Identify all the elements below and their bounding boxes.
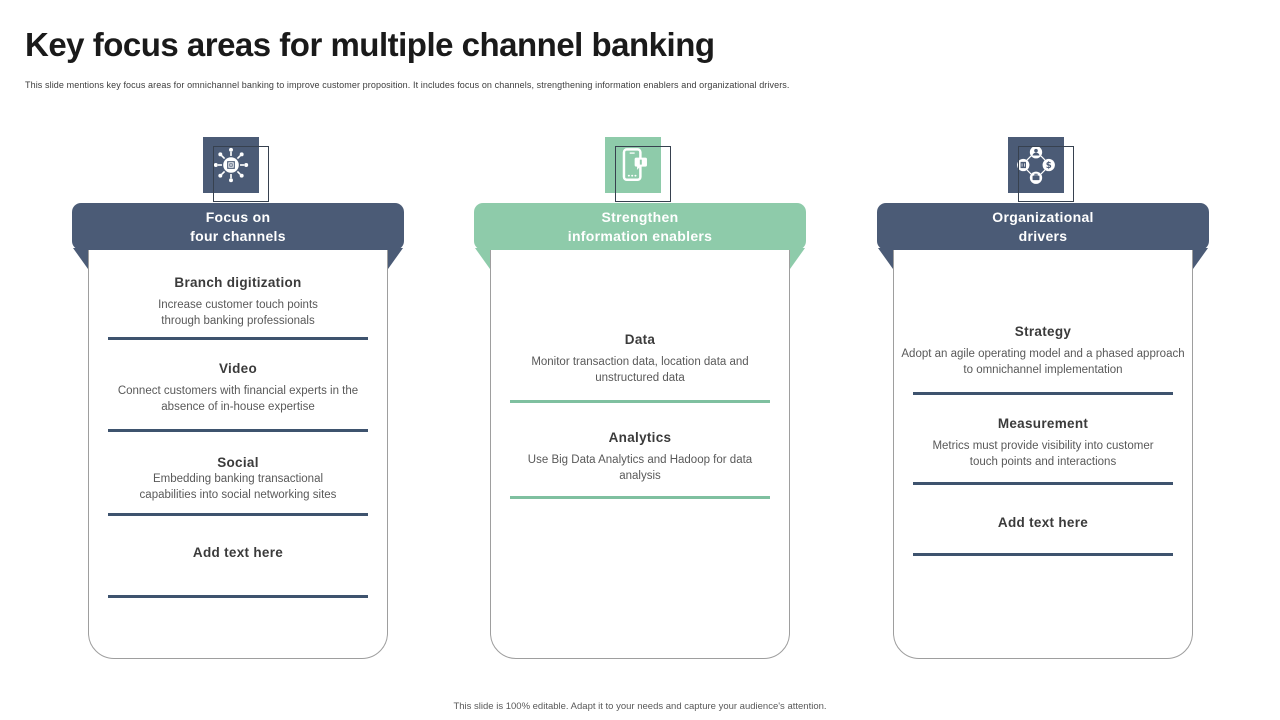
section-analytics: Analytics Use Big Data Analytics and Had… [510,403,770,499]
section-data: Data Monitor transaction data, location … [509,274,771,403]
header-line: Strengthen [601,208,679,225]
ribbon-tail [388,248,403,269]
ribbon-tail [73,248,88,269]
card-organizational-drivers: Strategy Adopt an agile operating model … [893,215,1193,659]
section-body: Use Big Data Analytics and Hadoop for da… [527,454,753,482]
section-body: Connect customers with financial experts… [117,385,359,413]
section-heading: Analytics [608,430,672,445]
column-header-organizational-drivers: Organizational drivers [877,203,1209,269]
header-line: drivers [1018,227,1068,244]
mobile-chat-icon [605,137,661,193]
section-body: Increase customer touch points through b… [158,299,318,327]
card-strengthen-information-enablers: Data Monitor transaction data, location … [490,215,790,659]
section-heading: Measurement [997,416,1089,431]
column-organizational-drivers: $ Organizational drivers Strategy Adopt … [877,0,1209,680]
ribbon-tail [878,248,893,269]
section-social: Social Embedding banking transactional c… [108,432,368,516]
ribbon-tail [1193,248,1208,269]
section-strategy: Strategy Adopt an agile operating model … [899,274,1187,395]
section-heading: Video [218,361,257,376]
section-body: Embedding banking transactional capabili… [139,473,337,501]
page-title: Key focus areas for multiple channel ban… [25,26,715,63]
section-branch-digitization: Branch digitization Increase customer to… [108,274,368,340]
divider-line [510,496,770,499]
card-focus-four-channels: Branch digitization Increase customer to… [88,215,388,659]
section-measurement: Measurement Metrics must provide visibil… [913,395,1173,485]
divider-line [108,337,368,340]
section-body: Metrics must provide visibility into cus… [932,440,1154,468]
section-heading: Data [624,332,656,347]
divider-line [108,513,368,516]
section-heading: Branch digitization [174,275,302,290]
editable-note: This slide is 100% editable. Adapt it to… [453,701,827,712]
header-line: four channels [190,227,286,244]
section-body: Adopt an agile operating model and a pha… [901,348,1185,376]
header-line: information enablers [567,227,713,244]
divider-line [913,392,1173,395]
section-placeholder: Add text here [108,516,368,598]
ribbon-tail [475,248,490,269]
column-header-strengthen-information-enablers: Strengthen information enablers [474,203,806,269]
header-line: Organizational [992,208,1094,225]
section-heading: Strategy [1014,324,1072,339]
placeholder-text: Add text here [192,545,284,560]
header-line: Focus on [205,208,271,225]
divider-line [913,553,1173,556]
column-header-focus-four-channels: Focus on four channels [72,203,404,269]
network-channels-icon [203,137,259,193]
column-focus-four-channels: Focus on four channels Branch digitizati… [72,0,404,680]
divider-line [108,429,368,432]
section-video: Video Connect customers with financial e… [97,340,379,432]
section-placeholder: Add text here [913,485,1173,556]
section-heading: Social [217,455,259,470]
ribbon-tail [790,248,805,269]
svg-text:$: $ [1046,161,1052,171]
organization-cycle-icon: $ [1008,137,1064,193]
column-strengthen-information-enablers: Strengthen information enablers Data Mon… [474,0,806,680]
page-subtitle: This slide mentions key focus areas for … [25,80,790,90]
divider-line [913,482,1173,485]
divider-line [510,400,770,403]
placeholder-text: Add text here [997,515,1089,530]
section-body: Monitor transaction data, location data … [531,356,749,384]
divider-line [108,595,368,598]
